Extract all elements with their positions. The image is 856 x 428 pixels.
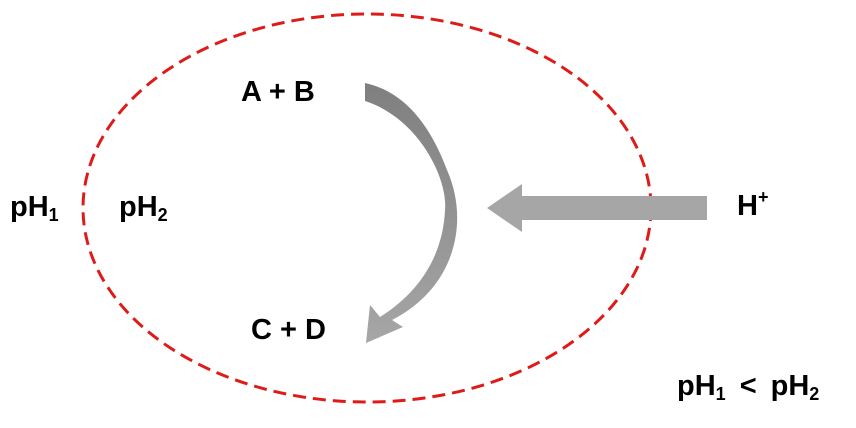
proton-influx-arrow	[487, 184, 707, 232]
comparison-right-base: pH	[770, 370, 810, 402]
proton-base: H	[737, 190, 758, 222]
reaction-arrow	[365, 83, 458, 343]
ph-outside-base: pH	[10, 191, 49, 223]
comparison-operator: <	[739, 370, 757, 402]
ph-inside-base: pH	[119, 191, 158, 223]
comparison-right-subscript: 2	[809, 384, 820, 404]
proton-superscript: +	[757, 187, 769, 207]
ph-outside-label: pH1	[10, 191, 59, 225]
ph-outside-subscript: 1	[48, 205, 59, 225]
reactants-label: A + B	[241, 76, 315, 108]
ph-comparison: pH1<pH2	[677, 370, 820, 404]
ph-inside-label: pH2	[119, 191, 168, 225]
ph-inside-subscript: 2	[157, 205, 168, 225]
proton-label: H+	[737, 188, 768, 222]
comparison-left-subscript: 1	[715, 384, 726, 404]
products-label: C + D	[251, 314, 326, 346]
comparison-left-base: pH	[677, 370, 716, 402]
